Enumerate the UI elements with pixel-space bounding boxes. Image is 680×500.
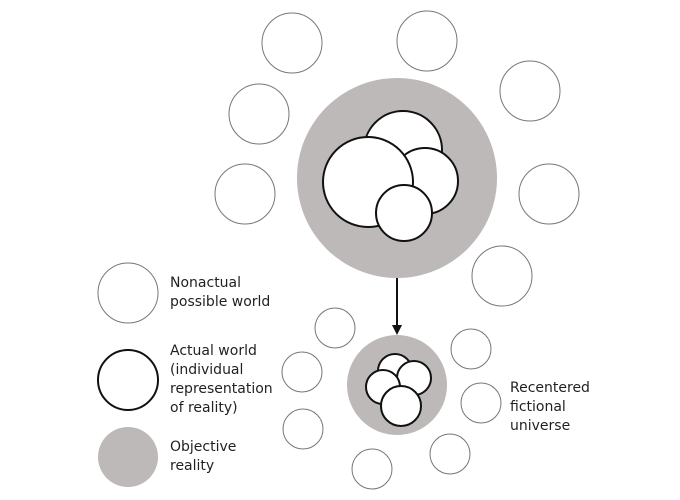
nonactual-world [429, 433, 471, 475]
nonactual-world [460, 382, 502, 424]
nonactual-world [499, 60, 561, 122]
nonactual-world [518, 163, 580, 225]
nonactual-world [214, 163, 276, 225]
nonactual-world [471, 245, 533, 307]
nonactual-world [314, 307, 356, 349]
nonactual-world [351, 448, 393, 490]
legend-objective-symbol [98, 427, 158, 487]
legend-symbols [97, 262, 159, 487]
legend-actual-symbol [97, 349, 159, 411]
legend-nonactual-symbol [97, 262, 159, 324]
nonactual-world [282, 408, 324, 450]
recentered-universe-label: Recentered fictional universe [510, 380, 590, 434]
lower-actual-worlds [365, 353, 432, 427]
legend-nonactual-label: Nonactual possible world [170, 275, 271, 310]
nonactual-world [281, 351, 323, 393]
nonactual-world [228, 83, 290, 145]
legend-actual-label: Actual world (individual representation … [170, 343, 273, 416]
actual-world [375, 184, 433, 242]
legend-objective-label: Objective reality [170, 439, 237, 474]
nonactual-world [450, 328, 492, 370]
upper-actual-worlds [322, 110, 459, 242]
nonactual-world [261, 12, 323, 74]
actual-world [380, 385, 422, 427]
upper-nonactual-worlds [214, 10, 580, 307]
nonactual-world [396, 10, 458, 72]
lower-nonactual-worlds [281, 307, 502, 490]
